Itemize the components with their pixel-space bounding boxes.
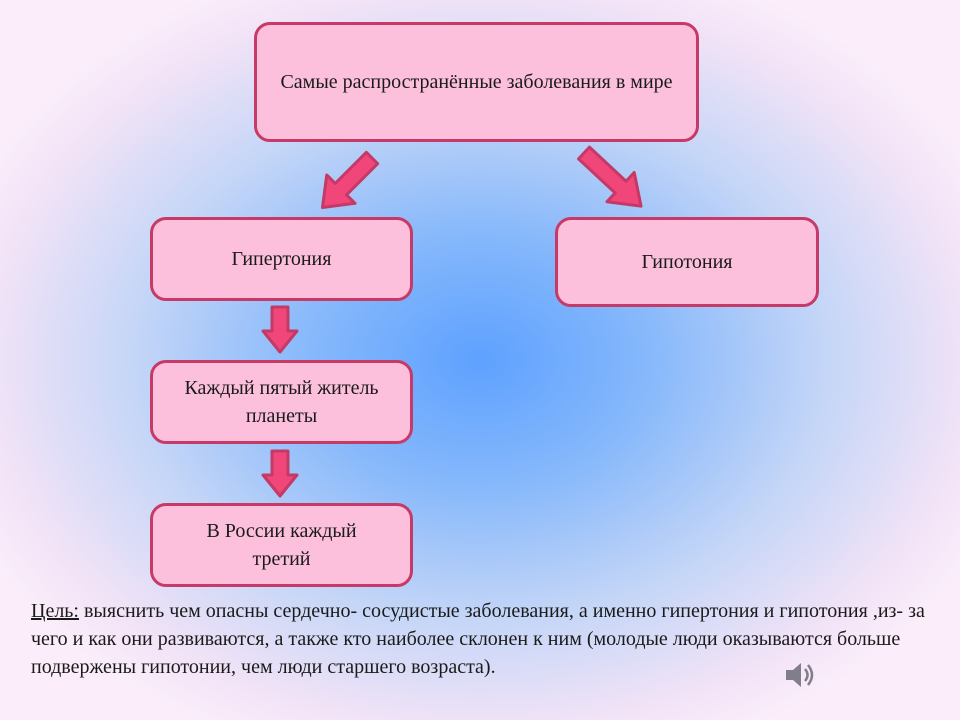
every-fifth-text: Каждый пятый житель планеты <box>184 377 379 427</box>
every-fifth-box: Каждый пятый житель планеты <box>150 360 413 444</box>
diagram-root-box: Самые распространённые заболевания в мир… <box>254 22 699 142</box>
arrow-to-hypertension <box>321 150 380 209</box>
diagram-root-text: Самые распространённые заболевания в мир… <box>280 71 673 93</box>
arrow-down-2 <box>261 449 299 498</box>
arrow-to-hypotension <box>577 145 643 208</box>
hypotension-text: Гипотония <box>641 251 733 273</box>
goal-paragraph: Цель: выяснить чем опасны сердечно- сосу… <box>31 597 936 681</box>
goal-text: выяснить чем опасны сердечно- сосудистые… <box>31 600 925 678</box>
russia-third-box: В России каждый третий <box>150 503 413 587</box>
goal-label: Цель: <box>31 600 79 622</box>
hypertension-text: Гипертония <box>231 248 332 270</box>
arrow-down-1 <box>261 305 299 354</box>
hypotension-box: Гипотония <box>555 217 819 307</box>
speaker-icon[interactable] <box>784 660 818 690</box>
russia-third-text: В России каждый третий <box>206 520 357 570</box>
hypertension-box: Гипертония <box>150 217 413 301</box>
